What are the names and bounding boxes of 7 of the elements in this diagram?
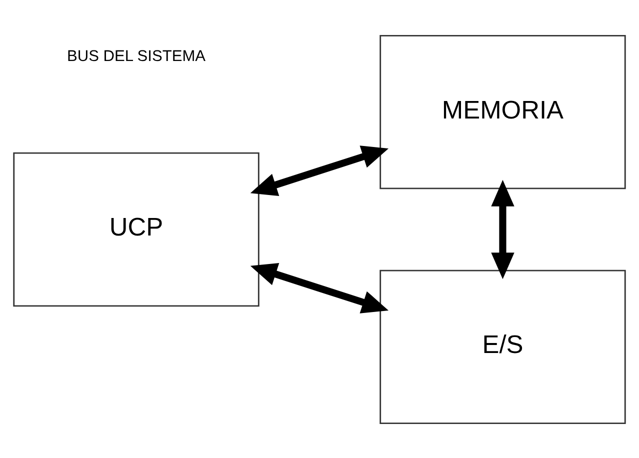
node-box: UCP: [13, 152, 260, 306]
arrow: [250, 145, 389, 196]
label: BUS DEL SISTEMA: [67, 47, 206, 64]
arrow: [250, 262, 389, 313]
arrow: [491, 179, 514, 279]
node-box: E/S: [380, 269, 626, 424]
node-box: MEMORIA: [380, 34, 626, 189]
